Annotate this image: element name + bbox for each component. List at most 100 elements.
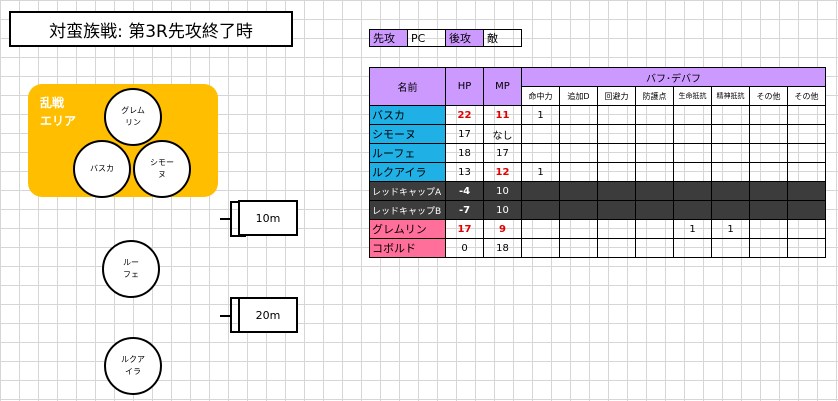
row-buff-cell[interactable] [635, 219, 674, 239]
row-mp[interactable]: なし [483, 124, 522, 144]
row-buff-cell[interactable] [521, 219, 560, 239]
row-buff-cell[interactable] [749, 181, 788, 201]
row-buff-cell[interactable] [673, 162, 712, 182]
row-mp[interactable]: 12 [483, 162, 522, 182]
row-buff-cell[interactable] [635, 143, 674, 163]
row-buff-cell[interactable] [559, 143, 598, 163]
row-name[interactable]: コボルド [369, 238, 446, 258]
row-buff-cell[interactable] [559, 200, 598, 220]
row-mp[interactable]: 10 [483, 200, 522, 220]
row-hp[interactable]: 18 [445, 143, 484, 163]
row-buff-cell[interactable] [673, 200, 712, 220]
row-buff-cell[interactable] [673, 105, 712, 125]
header-mp: MP [483, 67, 522, 106]
row-buff-cell[interactable] [749, 162, 788, 182]
row-buff-cell[interactable] [787, 124, 826, 144]
row-name[interactable]: ルクアイラ [369, 162, 446, 182]
row-mp[interactable]: 17 [483, 143, 522, 163]
row-buff-cell[interactable]: 1 [673, 219, 712, 239]
buff-col-mental-res: 精神抵抗 [711, 86, 750, 106]
row-name[interactable]: レッドキャップA [369, 181, 446, 201]
row-buff-cell[interactable] [787, 162, 826, 182]
row-name[interactable]: バスカ [369, 105, 446, 125]
token-gremlin[interactable]: グレム リン [104, 88, 162, 146]
row-hp[interactable]: -4 [445, 181, 484, 201]
row-buff-cell[interactable]: 1 [711, 219, 750, 239]
row-buff-cell[interactable] [521, 143, 560, 163]
row-buff-cell[interactable] [711, 105, 750, 125]
token-simone[interactable]: シモー ヌ [133, 140, 191, 198]
row-buff-cell[interactable]: 1 [521, 162, 560, 182]
row-buff-cell[interactable] [597, 105, 636, 125]
row-buff-cell[interactable] [787, 181, 826, 201]
row-buff-cell[interactable] [749, 124, 788, 144]
row-buff-cell[interactable] [673, 181, 712, 201]
row-buff-cell[interactable] [749, 238, 788, 258]
row-buff-cell[interactable] [559, 124, 598, 144]
row-buff-cell[interactable] [749, 105, 788, 125]
buff-col-other-2: その他 [787, 86, 826, 106]
row-buff-cell[interactable] [711, 124, 750, 144]
row-hp[interactable]: 17 [445, 124, 484, 144]
row-buff-cell[interactable] [635, 124, 674, 144]
row-buff-cell[interactable] [787, 105, 826, 125]
melee-area: 乱戦 エリア グレム リン バスカ シモー ヌ [28, 84, 218, 198]
row-buff-cell[interactable] [521, 181, 560, 201]
row-buff-cell[interactable] [673, 124, 712, 144]
row-buff-cell[interactable] [711, 200, 750, 220]
row-buff-cell[interactable] [787, 143, 826, 163]
row-hp[interactable]: 17 [445, 219, 484, 239]
row-buff-cell[interactable] [597, 200, 636, 220]
row-name[interactable]: グレムリン [369, 219, 446, 239]
row-mp[interactable]: 9 [483, 219, 522, 239]
row-buff-cell[interactable] [673, 143, 712, 163]
header-name: 名前 [369, 67, 446, 106]
row-buff-cell[interactable] [711, 162, 750, 182]
row-buff-cell[interactable] [749, 143, 788, 163]
row-buff-cell[interactable] [597, 124, 636, 144]
row-name[interactable]: ルーフェ [369, 143, 446, 163]
row-buff-cell[interactable] [521, 124, 560, 144]
row-buff-cell[interactable] [597, 143, 636, 163]
row-mp[interactable]: 18 [483, 238, 522, 258]
row-buff-cell[interactable] [711, 238, 750, 258]
row-buff-cell[interactable] [787, 219, 826, 239]
token-baska[interactable]: バスカ [73, 140, 131, 198]
row-buff-cell[interactable] [673, 238, 712, 258]
row-name[interactable]: シモーヌ [369, 124, 446, 144]
row-buff-cell[interactable] [559, 105, 598, 125]
row-hp[interactable]: 13 [445, 162, 484, 182]
row-buff-cell[interactable] [521, 238, 560, 258]
row-buff-cell[interactable] [787, 200, 826, 220]
row-buff-cell[interactable] [635, 200, 674, 220]
row-buff-cell[interactable] [559, 181, 598, 201]
row-buff-cell[interactable] [787, 238, 826, 258]
row-buff-cell[interactable] [749, 219, 788, 239]
row-hp[interactable]: -7 [445, 200, 484, 220]
row-buff-cell[interactable] [635, 105, 674, 125]
row-buff-cell[interactable] [597, 181, 636, 201]
row-buff-cell[interactable] [635, 181, 674, 201]
token-rufe[interactable]: ルー フェ [102, 240, 160, 298]
row-buff-cell[interactable] [711, 143, 750, 163]
row-buff-cell[interactable] [559, 238, 598, 258]
row-buff-cell[interactable] [521, 200, 560, 220]
row-name[interactable]: レッドキャップB [369, 200, 446, 220]
row-buff-cell[interactable] [635, 238, 674, 258]
row-hp[interactable]: 0 [445, 238, 484, 258]
row-buff-cell[interactable] [635, 162, 674, 182]
row-buff-cell[interactable]: 1 [521, 105, 560, 125]
token-lucaira[interactable]: ルクア イラ [104, 337, 162, 395]
row-buff-cell[interactable] [597, 162, 636, 182]
row-buff-cell[interactable] [559, 162, 598, 182]
row-mp[interactable]: 10 [483, 181, 522, 201]
row-buff-cell[interactable] [597, 238, 636, 258]
status-table: 名前 HP MP バフ･デバフ 命中力 追加D 回避力 防護点 生命抵抗 精神抵… [369, 67, 826, 258]
row-buff-cell[interactable] [597, 219, 636, 239]
row-buff-cell[interactable] [559, 219, 598, 239]
row-hp[interactable]: 22 [445, 105, 484, 125]
row-mp[interactable]: 11 [483, 105, 522, 125]
row-buff-cell[interactable] [749, 200, 788, 220]
row-buff-cell[interactable] [711, 181, 750, 201]
